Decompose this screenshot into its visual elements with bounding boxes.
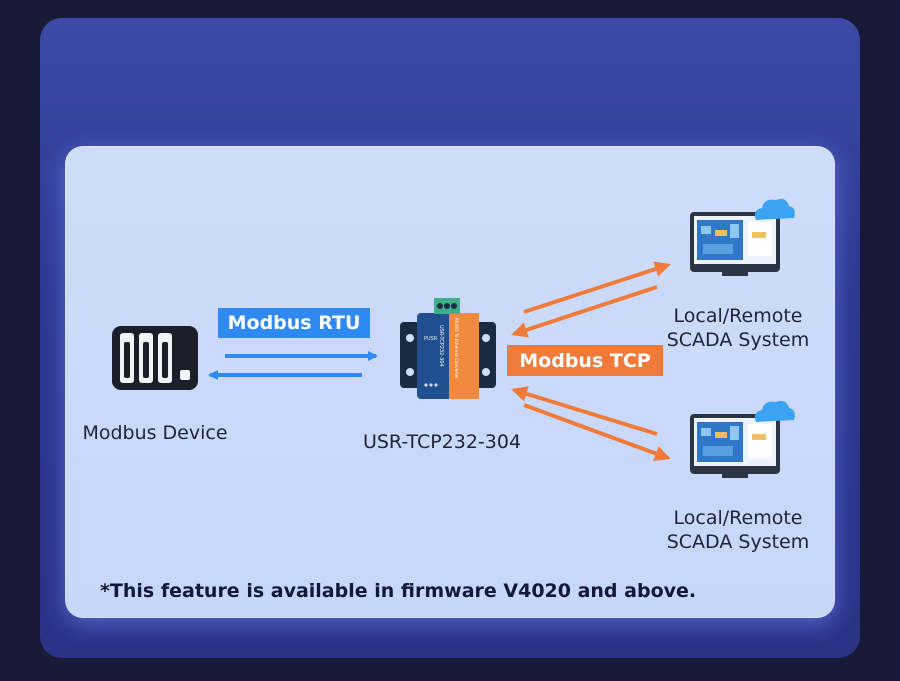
server-icon	[112, 326, 198, 390]
scada-caption-line2: SCADA System	[666, 531, 810, 553]
scada-caption-bottom: Local/Remote SCADA System	[658, 506, 818, 554]
scada-caption-line2: SCADA System	[666, 329, 810, 351]
modbus-tcp-label: Modbus TCP	[507, 345, 663, 376]
tcp-arrow-from-scada-bottom	[511, 386, 658, 436]
tcp-arrow-to-scada-bottom	[523, 403, 671, 462]
monitor-icon	[690, 414, 780, 478]
converter-subtitle-print: RS485 To Ethernet Converter	[454, 318, 459, 379]
cloud-icon	[754, 198, 795, 220]
scada-caption-top: Local/Remote SCADA System	[658, 304, 818, 352]
device-caption: Modbus Device	[82, 422, 228, 444]
cloud-icon	[754, 400, 795, 422]
scada-caption-line1: Local/Remote	[673, 507, 803, 529]
converter-model-print: USR-TCP232-304	[438, 325, 444, 367]
converter-brand: PUSR	[424, 336, 438, 342]
converter-caption: USR-TCP232-304	[362, 431, 522, 453]
tcp-arrow-to-scada-top	[523, 261, 671, 314]
firmware-footnote: *This feature is available in firmware V…	[100, 580, 697, 602]
converter-icon: PUSR USR-TCP232-304 RS485 To Ethernet Co…	[400, 298, 496, 399]
scada-caption-line1: Local/Remote	[673, 305, 803, 327]
modbus-rtu-label: Modbus RTU	[218, 308, 370, 338]
monitor-icon	[690, 212, 780, 276]
tcp-arrow-from-scada-top	[511, 285, 658, 338]
